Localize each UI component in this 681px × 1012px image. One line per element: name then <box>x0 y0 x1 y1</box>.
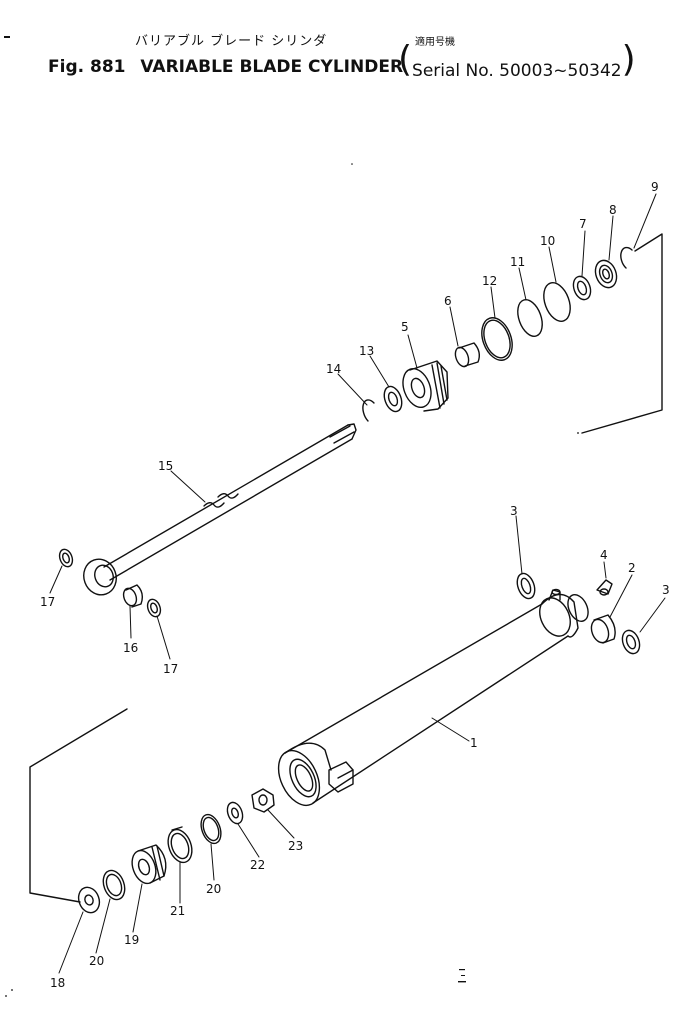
title-english: Fig. 881 VARIABLE BLADE CYLINDER <box>48 56 403 78</box>
tube-eye-parts <box>516 572 641 655</box>
callout-17-right: 17 <box>163 662 178 676</box>
callout-16: 16 <box>123 641 138 655</box>
header: バリアブル ブレード シリンダ 適用号機 Fig. 881 VARIABLE B… <box>0 0 681 90</box>
callout-10: 10 <box>540 234 555 248</box>
callout-12: 12 <box>482 274 497 288</box>
title-english-text: VARIABLE BLADE CYLINDER <box>140 57 404 77</box>
leader-lines <box>49 193 666 974</box>
callout-3-upper: 3 <box>510 504 518 518</box>
left-paren-mark: ( <box>398 39 413 80</box>
serial-range: (Serial No. 50003~50342) <box>398 39 636 83</box>
callout-2: 2 <box>628 561 636 575</box>
piston-group <box>77 788 275 914</box>
callout-13: 13 <box>359 344 374 358</box>
callout-3-lower: 3 <box>662 583 670 597</box>
title-japanese: バリアブル ブレード シリンダ 適用号機 <box>135 34 455 50</box>
applicable-serial-japanese: 適用号機 <box>415 37 455 48</box>
assembly-reference-lines <box>29 233 663 903</box>
right-paren-mark: ) <box>621 39 636 80</box>
callout-8: 8 <box>609 203 617 217</box>
cylinder-head <box>402 360 449 412</box>
upper-seal-group <box>362 246 633 422</box>
callout-4: 4 <box>600 548 608 562</box>
callout-9: 9 <box>651 180 659 194</box>
callout-22: 22 <box>250 858 265 872</box>
callout-6: 6 <box>444 294 452 308</box>
callout-23: 23 <box>288 839 303 853</box>
callout-11: 11 <box>510 255 525 269</box>
callout-20-upper: 20 <box>206 882 221 896</box>
callout-19: 19 <box>124 933 139 947</box>
print-specks <box>5 163 579 997</box>
cylinder-tube <box>277 588 589 807</box>
callout-numbers: 1 2 3 3 4 5 6 7 8 9 10 11 12 13 14 15 16… <box>40 180 670 990</box>
title-japanese-text: バリアブル ブレード シリンダ <box>135 34 328 49</box>
callout-1: 1 <box>470 736 478 750</box>
callout-15: 15 <box>158 459 173 473</box>
serial-text: Serial No. 50003~50342 <box>412 61 622 81</box>
margin-mark <box>4 36 10 38</box>
piston-rod <box>83 423 357 596</box>
callout-17-left: 17 <box>40 595 55 609</box>
callout-7: 7 <box>579 217 587 231</box>
callout-14: 14 <box>326 362 341 376</box>
callout-5: 5 <box>401 320 409 334</box>
callout-20-lower: 20 <box>89 954 104 968</box>
callout-18: 18 <box>50 976 65 990</box>
callout-21: 21 <box>170 904 185 918</box>
figure-number: Fig. 881 <box>48 57 126 77</box>
